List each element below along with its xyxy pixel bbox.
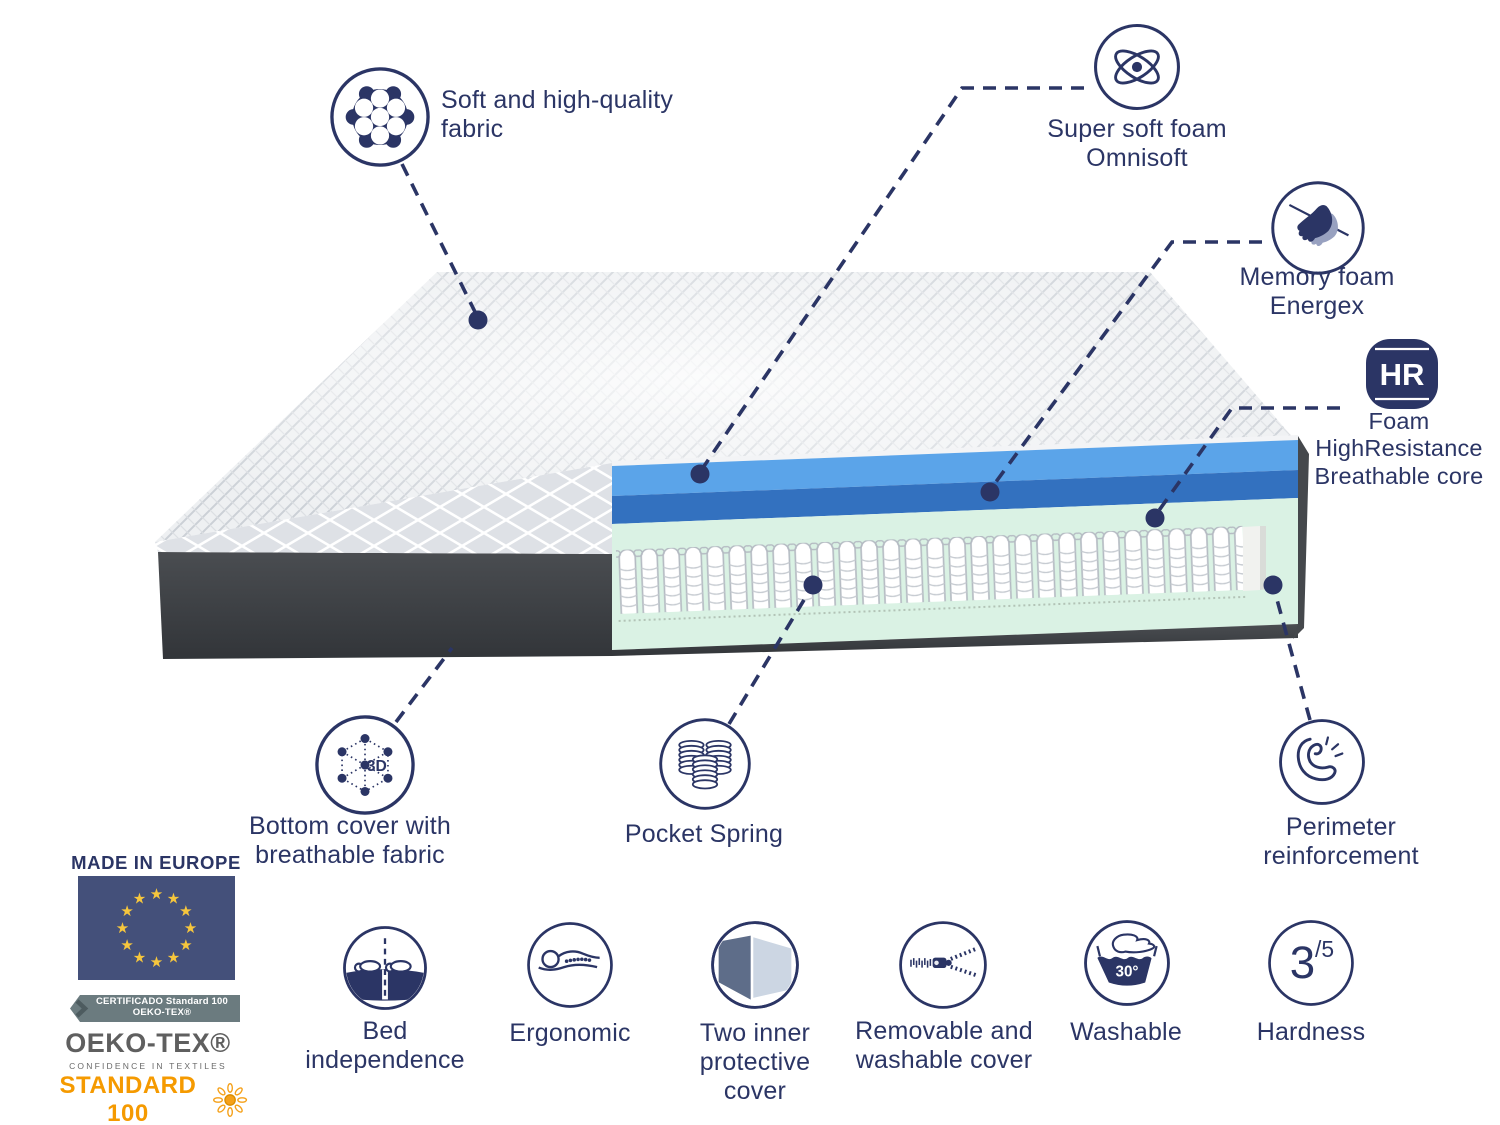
callout-dot-fabric xyxy=(468,310,488,330)
washable-temp-text: 30° xyxy=(1115,964,1138,981)
bed-independence-icon xyxy=(342,925,428,1011)
callout-line-fabric xyxy=(400,163,480,319)
label-bed-independence: Bed independence xyxy=(305,1017,465,1074)
mattress-front-quilt xyxy=(155,463,612,554)
perimeter-rail-shade xyxy=(1260,526,1266,590)
svg-text:★: ★ xyxy=(116,919,129,937)
callout-dot-perimeter xyxy=(1263,575,1283,595)
mattress-top-sheen xyxy=(155,272,1307,542)
label-pocket-spring: Pocket Spring xyxy=(624,820,784,848)
atom-icon xyxy=(1093,23,1181,111)
pocket-springs xyxy=(615,525,1246,622)
callout-line-perimeter xyxy=(1271,584,1312,721)
hardness-scale: /5 xyxy=(1315,936,1334,962)
svg-text:★: ★ xyxy=(120,902,133,920)
layer-memory-foam xyxy=(612,470,1298,524)
svg-text:★: ★ xyxy=(184,919,197,937)
ribbon-text: CERTIFICADO Standard 100 OEKO-TEX® xyxy=(95,996,228,1018)
svg-text:★: ★ xyxy=(133,890,146,908)
oeko-flower-icon xyxy=(212,1082,247,1118)
callout-line-energex xyxy=(988,240,1262,492)
fabric-icon xyxy=(329,66,431,168)
eu-flag: ★★★ ★★★ ★★★ ★★★ xyxy=(78,876,235,980)
label-energex: Memory foam Energex xyxy=(1239,263,1395,320)
label-hr-foam: Foam HighResistance Breathable core xyxy=(1314,408,1484,489)
mattress-bottom-cover xyxy=(158,552,612,659)
oeko-tex-standard: STANDARD 100 xyxy=(59,1072,197,1125)
svg-text:★: ★ xyxy=(179,936,192,954)
svg-text:★: ★ xyxy=(167,890,180,908)
hr-badge-text: HR xyxy=(1380,357,1425,392)
washable-30-icon: 30° xyxy=(1083,919,1171,1007)
muscle-arm-icon xyxy=(1278,718,1366,806)
svg-text:★: ★ xyxy=(179,902,192,920)
oeko-tex-brand: OEKO-TEX® xyxy=(65,1028,231,1058)
callout-line-pocket-spring xyxy=(727,584,815,725)
oeko-tex-logo: OEKO-TEX® CONFIDENCE IN TEXTILES STANDAR… xyxy=(48,1028,248,1125)
label-washable: Washable xyxy=(1070,1018,1182,1046)
svg-text:★: ★ xyxy=(120,936,133,954)
3d-icon-text: 3D xyxy=(367,758,387,775)
oeko-tex-subtitle: CONFIDENCE IN TEXTILES xyxy=(69,1061,227,1071)
callout-dot-pocket-spring xyxy=(803,575,823,595)
hand-press-icon xyxy=(1270,180,1366,276)
pocket-spring-icon xyxy=(658,717,752,811)
layer-soft-foam xyxy=(612,440,1298,496)
label-fabric: Soft and high-quality fabric xyxy=(441,86,674,143)
label-omnisoft: Super soft foam Omnisoft xyxy=(1047,115,1227,172)
mattress-right-edge xyxy=(1293,436,1309,639)
hardness-value: 3 xyxy=(1290,937,1315,988)
perimeter-rail xyxy=(1243,526,1260,591)
label-removable-cover: Removable and washable cover xyxy=(855,1017,1033,1074)
label-inner-cover: Two inner protective cover xyxy=(699,1019,811,1105)
label-bottom-cover: Bottom cover with breathable fabric xyxy=(248,812,452,869)
bottom-cover-strip xyxy=(612,624,1298,656)
callout-line-bottom-cover xyxy=(394,646,454,724)
callout-dot-hr xyxy=(1145,508,1165,528)
hardness-icon: 3 /5 xyxy=(1267,919,1355,1007)
ergonomic-icon xyxy=(526,921,614,1009)
callout-line-omnisoft xyxy=(698,86,1084,474)
svg-text:★: ★ xyxy=(150,953,163,971)
inner-cover-icon xyxy=(710,920,800,1010)
svg-text:★: ★ xyxy=(150,885,163,903)
callout-dot-omnisoft xyxy=(690,464,710,484)
svg-text:★: ★ xyxy=(167,948,180,966)
label-perimeter: Perimeter reinforcement xyxy=(1263,813,1419,870)
label-hardness: Hardness xyxy=(1256,1018,1366,1046)
breathable-3d-icon: 3D xyxy=(314,714,416,816)
callout-dot-energex xyxy=(980,482,1000,502)
svg-text:★: ★ xyxy=(133,948,146,966)
label-ergonomic: Ergonomic xyxy=(509,1019,631,1047)
made-in-europe-label: MADE IN EUROPE xyxy=(71,852,241,873)
cut-fabric-rim xyxy=(612,435,1298,466)
zipper-icon xyxy=(898,920,988,1010)
hr-badge-icon: HR xyxy=(1363,336,1441,412)
